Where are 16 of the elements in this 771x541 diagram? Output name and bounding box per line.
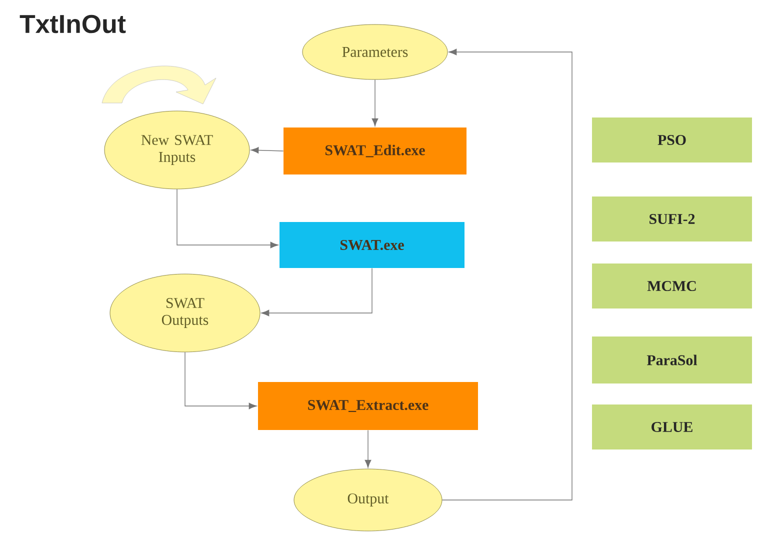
arrow bbox=[176, 188, 278, 248]
algorithm-box: GLUE bbox=[592, 404, 752, 450]
arrow bbox=[372, 79, 378, 126]
algorithm-box: ParaSol bbox=[592, 336, 752, 384]
arrow bbox=[261, 268, 372, 316]
algorithm-box: SUFI-2 bbox=[592, 196, 752, 242]
title: TxtInOut bbox=[20, 14, 126, 34]
program-box: SWAT_Extract.exe bbox=[258, 382, 478, 430]
algorithm-box: PSO bbox=[592, 118, 752, 162]
program-box: SWAT.exe bbox=[280, 222, 464, 268]
arrow bbox=[364, 430, 372, 468]
arrow bbox=[184, 352, 257, 410]
program-box: SWAT_Edit.exe bbox=[284, 128, 466, 174]
arrow bbox=[442, 48, 572, 500]
algorithm-box: MCMC bbox=[592, 264, 752, 308]
arrow bbox=[250, 147, 284, 154]
